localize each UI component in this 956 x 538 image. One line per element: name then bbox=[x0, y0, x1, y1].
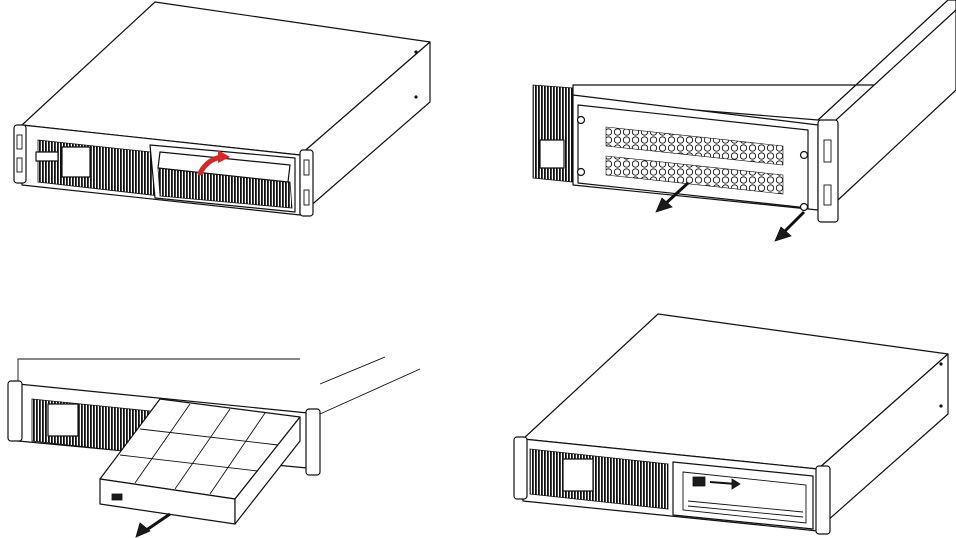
step-3-pull-out-battery-pack bbox=[0, 269, 478, 538]
connector-arrow bbox=[731, 478, 741, 490]
pull-arrow bbox=[135, 522, 151, 538]
lcd-display bbox=[562, 458, 594, 492]
chassis-right-side bbox=[835, 9, 956, 201]
left-rack-ear bbox=[13, 124, 27, 184]
step-4-battery-bay-open bbox=[478, 269, 956, 538]
pull-arrow-left bbox=[655, 197, 673, 213]
right-rack-ear bbox=[817, 119, 839, 223]
vent-holes-upper bbox=[605, 126, 784, 166]
lcd-display bbox=[61, 146, 91, 178]
left-rack-ear bbox=[513, 436, 528, 500]
right-rack-ear bbox=[305, 408, 321, 476]
screw-icon bbox=[576, 115, 586, 125]
right-rack-ear bbox=[299, 149, 314, 217]
left-rack-ear bbox=[7, 380, 23, 442]
screw-icon bbox=[576, 167, 586, 177]
step-1-remove-front-cover bbox=[0, 0, 478, 269]
screw-icon bbox=[799, 150, 809, 160]
vent-holes-lower bbox=[605, 155, 784, 195]
right-rack-ear bbox=[815, 465, 831, 535]
pull-arrow-right bbox=[774, 226, 792, 242]
screw-icon bbox=[799, 202, 809, 212]
step-2-remove-battery-cover-plate bbox=[478, 0, 956, 269]
lcd-display bbox=[47, 403, 79, 437]
